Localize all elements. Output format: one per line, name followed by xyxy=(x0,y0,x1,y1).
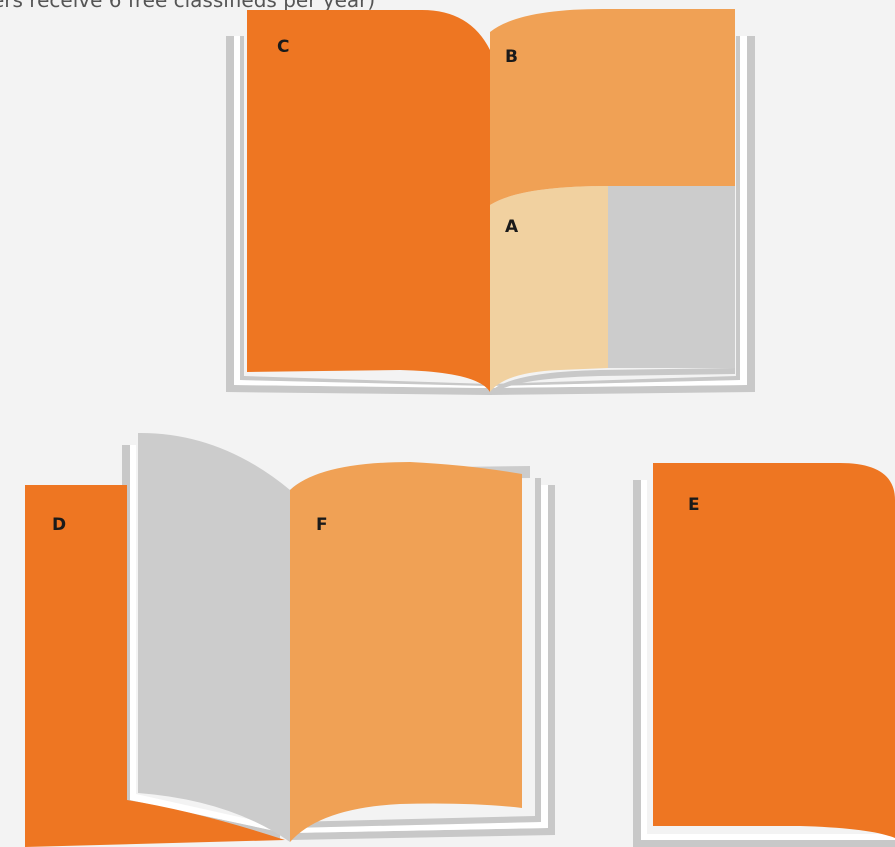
label-a: A xyxy=(505,217,519,237)
label-d: D xyxy=(52,515,66,535)
label-f: F xyxy=(316,515,328,535)
bottom-right-magazine: E xyxy=(633,463,895,847)
right-page-free-area xyxy=(608,186,735,368)
label-c: C xyxy=(277,37,289,57)
flipped-gray-page xyxy=(138,433,290,842)
top-magazine: C B A xyxy=(226,9,755,395)
bottom-left-magazine: D F xyxy=(25,433,555,847)
ad-space-b xyxy=(490,9,735,205)
label-e: E xyxy=(688,495,700,515)
ad-space-e xyxy=(653,463,895,838)
label-b: B xyxy=(505,47,518,67)
ad-space-c xyxy=(247,10,490,392)
